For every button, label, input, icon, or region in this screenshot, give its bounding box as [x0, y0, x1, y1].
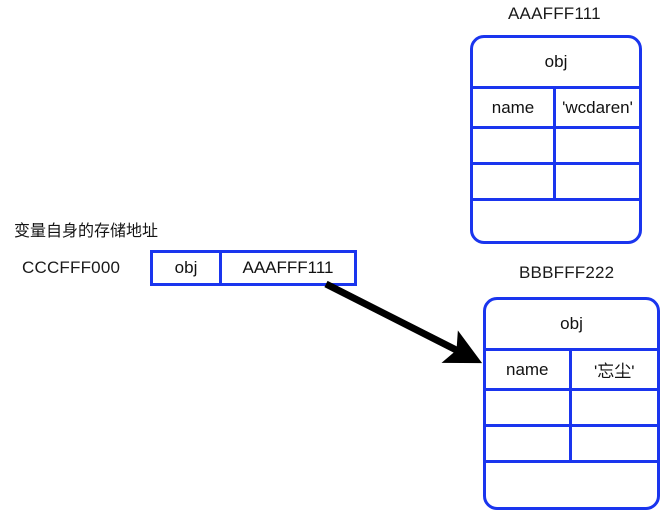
object-top-header-label: obj: [544, 52, 568, 71]
object-top-table: obj name 'wcdaren': [470, 35, 642, 244]
object-top-row-3-value: [556, 165, 639, 198]
object-bottom-footer-row: [486, 460, 657, 507]
object-top-row-1-value: 'wcdaren': [562, 97, 633, 117]
object-bottom-row-2-value: [572, 391, 658, 424]
object-bottom-row-1: name '忘尘': [486, 348, 657, 388]
variable-slot-value: AAAFFF111: [242, 258, 334, 277]
pointer-arrow: [324, 280, 483, 364]
variable-slot-box: obj AAAFFF111: [150, 250, 357, 286]
variable-address-label: CCCFFF000: [22, 258, 121, 277]
object-bottom-address-label: BBBFFF222: [519, 263, 615, 282]
object-top-row-2-value: [556, 129, 639, 162]
variable-storage-note: 变量自身的存储地址: [14, 223, 159, 240]
variable-slot-name: obj: [153, 253, 222, 283]
object-top-row-2: [473, 126, 639, 162]
object-bottom-footer-label: [486, 463, 657, 507]
object-top-footer-row: [473, 198, 639, 241]
object-top-row-2-key: [473, 129, 556, 162]
object-bottom-header-label: obj: [560, 314, 583, 333]
object-bottom-table: obj name '忘尘': [483, 297, 660, 510]
object-top-row-3: [473, 162, 639, 198]
object-bottom-row-1-key: name: [486, 351, 572, 388]
object-bottom-row-3-key: [486, 427, 572, 460]
object-bottom-row-3-value: [572, 427, 658, 460]
object-bottom-header-row: obj: [486, 300, 657, 348]
object-top-footer-label: [473, 201, 639, 241]
object-top-row-3-key: [473, 165, 556, 198]
object-top-row-1: name 'wcdaren': [473, 86, 639, 126]
object-top-header-row: obj: [473, 38, 639, 86]
object-bottom-row-1-value: '忘尘': [594, 362, 635, 381]
object-top-row-1-key: name: [473, 89, 556, 126]
object-top-address-label: AAAFFF111: [508, 4, 601, 23]
object-bottom-row-2: [486, 388, 657, 424]
object-bottom-row-2-key: [486, 391, 572, 424]
object-bottom-row-3: [486, 424, 657, 460]
